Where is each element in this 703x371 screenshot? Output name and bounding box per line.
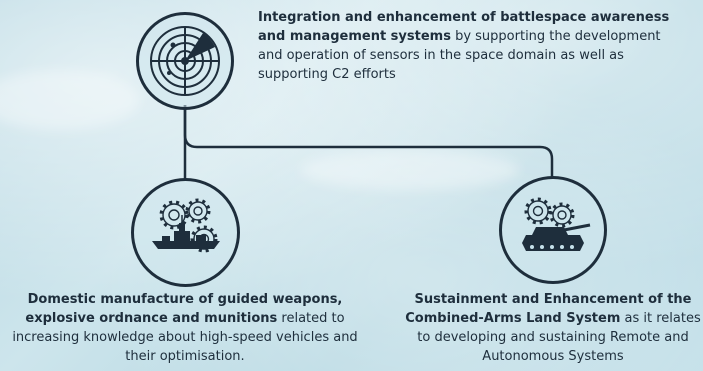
bottom-left-description: Domestic manufacture of guided weapons, …	[0, 290, 370, 366]
radar-icon	[150, 26, 220, 96]
top-description: Integration and enhancement of battlespa…	[258, 8, 678, 84]
tank-gears-icon	[522, 197, 591, 251]
top-description-rest: by supporting the development and operat…	[258, 29, 661, 82]
bottom-right-description-rest: as it relates to developing and sustaini…	[417, 311, 701, 364]
bottom-right-description: Sustainment and Enhancement of the Combi…	[403, 290, 703, 366]
background-wisp	[0, 70, 140, 130]
bottom-left-description-rest: related to increasing knowledge about hi…	[12, 311, 358, 364]
bottom-left-description-bold: Domestic manufacture of guided weapons, …	[25, 292, 343, 326]
bottom-right-description-bold: Sustainment and Enhancement of the Combi…	[405, 292, 692, 326]
warship-node	[131, 178, 240, 287]
background-wisp	[300, 150, 520, 190]
warship-gears-icon	[152, 198, 220, 253]
top-description-bold: Integration and enhancement of battlespa…	[258, 10, 670, 44]
tank-node	[499, 176, 607, 284]
radar-node	[136, 12, 234, 110]
